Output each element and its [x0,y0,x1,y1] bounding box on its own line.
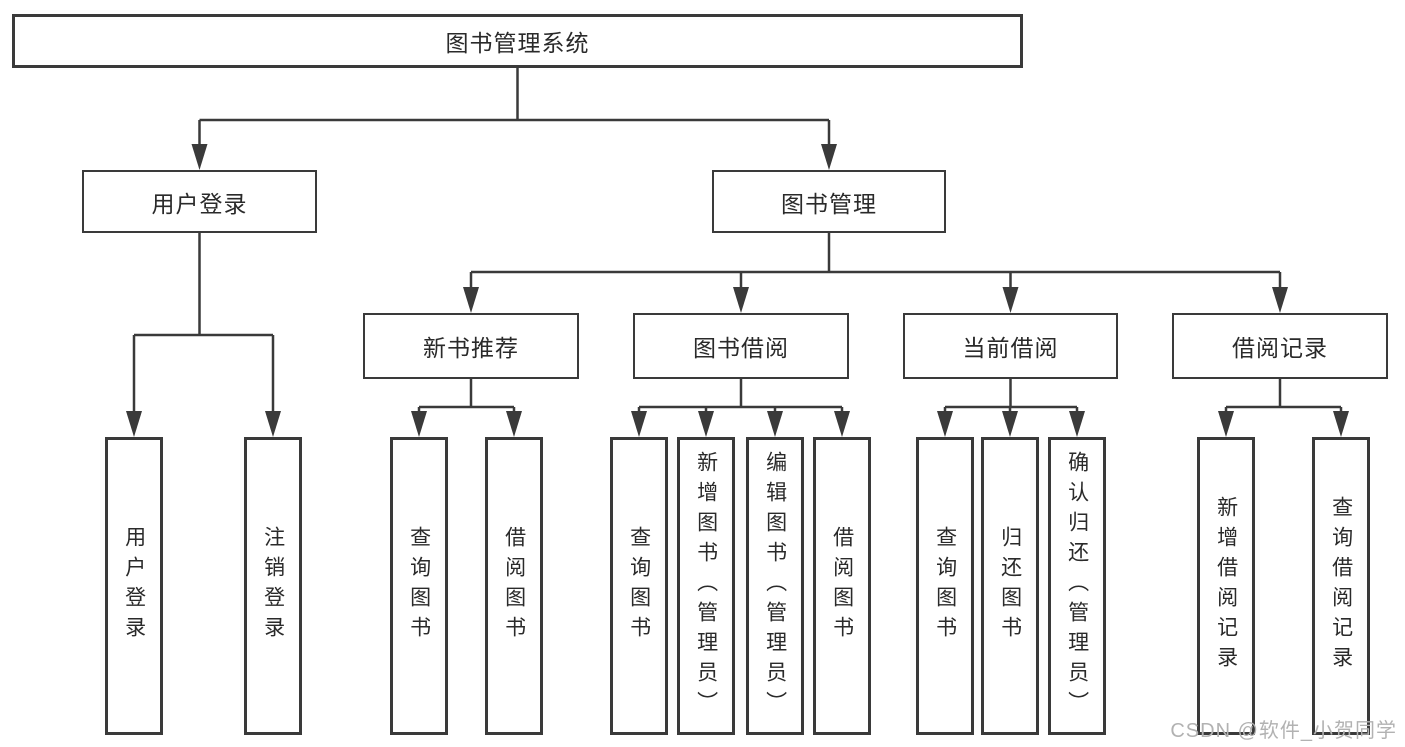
node-label: 图书管理 [781,190,877,217]
leaf-logout: 注销登录 [244,437,302,735]
node-label: 借阅图书 [830,526,854,646]
connector-borrow-records-children [1224,379,1343,419]
node-label: 新增图书（管理员） [694,451,718,721]
node-label: 新增借阅记录 [1214,496,1238,676]
leaf-query-books-recommend: 查询图书 [390,437,448,735]
node-book-borrow: 图书借阅 [633,313,849,379]
leaf-query-books-borrow: 查询图书 [610,437,668,735]
leaf-add-books-admin: 新增图书（管理员） [677,437,735,735]
node-label: 用户登录 [151,190,248,217]
leaf-user-login: 用户登录 [105,437,163,735]
connector-book-mgmt-children [469,233,1282,295]
connector-current-borrow-children [943,379,1079,419]
node-label: 新书推荐 [423,335,519,361]
leaf-edit-books-admin: 编辑图书（管理员） [746,437,804,735]
node-label: 确认归还（管理员） [1065,451,1089,721]
leaf-confirm-return-admin: 确认归还（管理员） [1048,437,1106,735]
leaf-query-books-current: 查询图书 [916,437,974,735]
node-label: 查询图书 [933,526,957,646]
node-book-management-group: 图书管理 [712,170,946,233]
leaf-return-books: 归还图书 [981,437,1039,735]
node-user-login-group: 用户登录 [82,170,317,233]
node-new-book-recommend: 新书推荐 [363,313,579,379]
node-label: 查询图书 [407,526,431,646]
node-label: 图书借阅 [693,335,789,361]
node-label: 借阅图书 [502,526,526,646]
node-label: 借阅记录 [1232,335,1328,361]
node-label: 查询借阅记录 [1329,496,1353,676]
leaf-add-borrow-record: 新增借阅记录 [1197,437,1255,735]
connector-book-borrow-children [637,379,844,419]
connector-new-book-children [417,379,516,419]
connector-user-login-children [132,233,275,417]
leaf-query-borrow-record: 查询借阅记录 [1312,437,1370,735]
node-label: 图书管理系统 [445,30,590,56]
node-label: 用户登录 [122,526,146,646]
csdn-watermark: CSDN @软件_小贺同学 [1170,720,1397,742]
node-label: 编辑图书（管理员） [763,451,787,721]
node-current-borrow: 当前借阅 [903,313,1118,379]
node-label: 归还图书 [998,526,1022,646]
node-library-management-system: 图书管理系统 [12,14,1023,68]
node-label: 注销登录 [261,526,285,646]
node-label: 查询图书 [627,526,651,646]
node-borrow-records: 借阅记录 [1172,313,1388,379]
leaf-borrow-books: 借阅图书 [813,437,871,735]
connector-root-to-level2 [198,68,831,150]
node-label: 当前借阅 [962,335,1059,361]
leaf-borrow-books-recommend: 借阅图书 [485,437,543,735]
